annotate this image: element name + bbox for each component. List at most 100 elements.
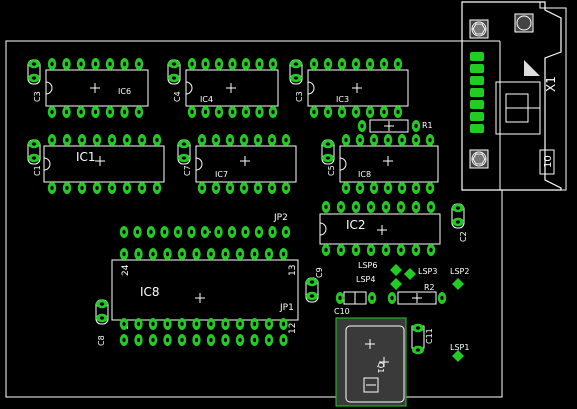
pad — [163, 248, 172, 260]
pad — [279, 318, 288, 330]
r2-label: R2 — [424, 283, 435, 292]
pad — [241, 58, 251, 70]
ic1-label: IC1 — [76, 150, 96, 164]
pad — [235, 318, 245, 330]
capacitor-c7: C7 — [177, 139, 192, 176]
pad — [211, 134, 221, 146]
pad — [337, 58, 347, 70]
pad — [239, 134, 249, 146]
ic7: IC7 — [195, 145, 297, 183]
ic4: IC4 — [185, 69, 279, 107]
pad — [62, 58, 71, 70]
pad — [268, 106, 278, 118]
pad — [76, 58, 86, 70]
pad — [425, 134, 435, 146]
capacitor-c9: C9 — [305, 267, 324, 303]
c3-top-label: C3 — [33, 91, 42, 102]
pad — [369, 134, 379, 146]
pad — [255, 58, 264, 70]
pad — [134, 248, 143, 260]
c7-label: C7 — [183, 165, 192, 176]
lsp3-label: LSP3 — [418, 267, 437, 276]
pad — [250, 334, 259, 346]
pad — [134, 334, 143, 346]
c3-label: C3 — [295, 91, 304, 102]
pad — [397, 134, 407, 146]
ic6-label: IC6 — [118, 87, 131, 96]
capacitor-c2: C2 — [451, 203, 468, 242]
pad — [197, 182, 207, 194]
pad — [214, 58, 224, 70]
pad — [137, 182, 147, 194]
pad — [281, 226, 291, 238]
connector-x1: X1 10 — [461, 1, 562, 191]
pad — [77, 182, 87, 194]
pad — [92, 182, 102, 194]
ic8-small: IC8 — [339, 145, 439, 183]
pad — [163, 334, 172, 346]
ic8-large: IC8 24 13 1 12 — [111, 259, 299, 334]
ic8-small-label: IC8 — [358, 170, 371, 179]
pad — [77, 134, 87, 146]
resistor-r2: R2 — [387, 283, 447, 305]
lsp-points: LSP6 LSP4 LSP3 LSP2 LSP1 — [356, 261, 469, 362]
pad — [134, 58, 144, 70]
pad — [253, 134, 263, 146]
pad — [134, 318, 143, 330]
pad — [92, 134, 102, 146]
ic6: IC6 — [45, 69, 149, 107]
pad — [225, 182, 235, 194]
pad — [148, 248, 158, 260]
pad — [383, 134, 393, 146]
capacitor-c11: C11 — [411, 323, 434, 355]
c5-label: C5 — [327, 165, 336, 176]
pad — [228, 58, 237, 70]
pad — [267, 134, 277, 146]
pad — [221, 248, 230, 260]
pad — [225, 134, 235, 146]
pad — [152, 134, 162, 146]
ic3: IC3 — [307, 69, 409, 107]
pad — [355, 182, 365, 194]
pad — [47, 106, 57, 118]
pad — [173, 226, 183, 238]
pad — [241, 106, 251, 118]
pad — [393, 58, 403, 70]
pad — [396, 201, 406, 213]
pad — [133, 226, 142, 238]
pin12-label: 12 — [288, 323, 298, 334]
c8-label: C8 — [97, 335, 106, 346]
ic2-label: IC2 — [346, 218, 366, 232]
r1-label: R1 — [422, 121, 433, 130]
pad — [323, 58, 333, 70]
pad — [239, 182, 249, 194]
capacitor-c3: C3 — [289, 59, 304, 102]
lsp1-label: LSP1 — [450, 343, 469, 352]
pad — [47, 182, 57, 194]
pad — [426, 201, 436, 213]
pad — [91, 106, 100, 118]
ic3-label: IC3 — [336, 95, 349, 104]
pad — [351, 106, 361, 118]
capacitor-c3-top: C3 — [27, 59, 42, 102]
pad — [351, 58, 361, 70]
pad — [152, 182, 162, 194]
pad — [323, 106, 333, 118]
pad — [120, 106, 129, 118]
c2-label: C2 — [459, 231, 468, 242]
jp2-header: JP2 — [200, 213, 288, 238]
pad — [341, 182, 351, 194]
pad — [206, 334, 216, 346]
pad — [253, 182, 263, 194]
pad — [146, 226, 156, 238]
pad — [281, 182, 291, 194]
c11-label: C11 — [425, 328, 434, 344]
pad — [160, 226, 169, 238]
pad — [397, 182, 407, 194]
pad — [383, 182, 393, 194]
ic4-label: IC4 — [200, 95, 213, 104]
c10-label: C10 — [334, 307, 350, 316]
pad — [192, 334, 201, 346]
pad — [337, 106, 347, 118]
pad — [365, 106, 375, 118]
